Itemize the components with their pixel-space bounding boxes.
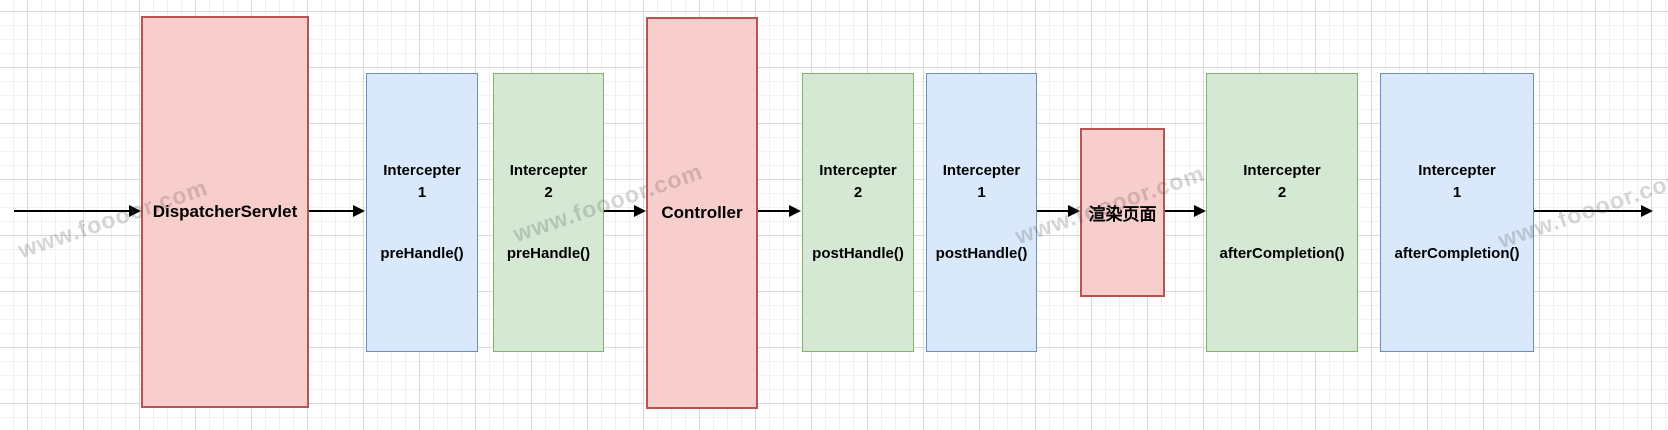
node-interceptor2-posthandle: Intercepter 2 postHandle() [802, 73, 914, 352]
node-title: Intercepter 2 [509, 162, 588, 201]
node-method: afterCompletion() [1219, 245, 1345, 262]
arrow-prehandle-to-controller [604, 205, 646, 217]
node-interceptor1-aftercompletion: Intercepter 1 afterCompletion() [1380, 73, 1534, 352]
arrow-response-out [1534, 205, 1653, 217]
node-dispatcher-servlet: DispatcherServlet [141, 16, 309, 408]
node-render-page: 渲染页面 [1080, 128, 1165, 297]
node-label: Controller [661, 203, 743, 222]
arrow-dispatcher-to-prehandle [309, 205, 365, 217]
arrow-posthandle-to-render [1037, 205, 1080, 217]
node-label: 渲染页面 [1088, 205, 1157, 224]
arrow-request-in [14, 205, 141, 217]
node-title: Intercepter 2 [819, 162, 897, 201]
node-method: preHandle() [380, 245, 464, 262]
node-label: DispatcherServlet [152, 202, 298, 221]
node-title: Intercepter 2 [1243, 162, 1321, 201]
node-interceptor1-prehandle: Intercepter 1 preHandle() [366, 73, 478, 352]
node-method: postHandle() [935, 245, 1028, 262]
node-method: preHandle() [506, 245, 591, 262]
arrow-controller-to-posthandle [758, 205, 801, 217]
node-interceptor2-aftercompletion: Intercepter 2 afterCompletion() [1206, 73, 1358, 352]
node-method: postHandle() [812, 245, 904, 262]
node-title: Intercepter 1 [1418, 162, 1496, 201]
node-controller: Controller [646, 17, 758, 409]
node-interceptor1-posthandle: Intercepter 1 postHandle() [926, 73, 1037, 352]
node-method: afterCompletion() [1394, 245, 1520, 262]
node-title: Intercepter 1 [942, 162, 1021, 201]
node-title: Intercepter 1 [383, 162, 461, 201]
node-interceptor2-prehandle: Intercepter 2 preHandle() [493, 73, 604, 352]
arrow-render-to-aftercompletion [1165, 205, 1206, 217]
